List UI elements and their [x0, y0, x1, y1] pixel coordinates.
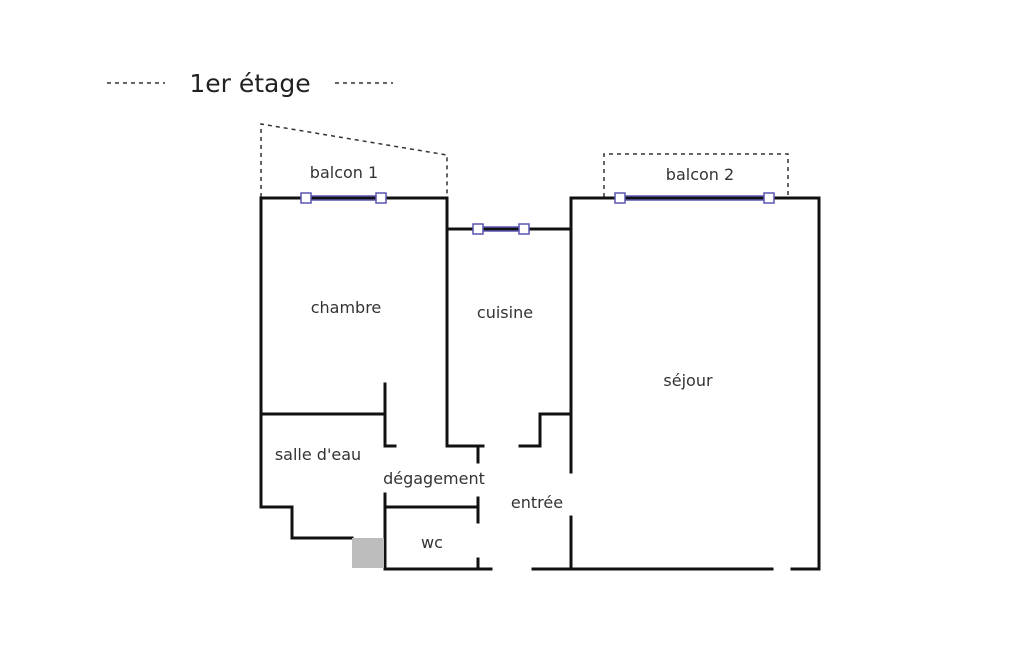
title-block: 1er étage	[107, 69, 393, 98]
label-cuisine: cuisine	[477, 303, 533, 322]
label-entree: entrée	[511, 493, 563, 512]
label-chambre: chambre	[311, 298, 382, 317]
balcony-2-outline	[603, 153, 789, 197]
shaft-block	[352, 538, 384, 568]
label-degagement: dégagement	[383, 469, 485, 488]
label-balcon-2: balcon 2	[666, 165, 734, 184]
floor-title: 1er étage	[189, 69, 310, 98]
label-wc: wc	[421, 533, 443, 552]
label-balcon-1: balcon 1	[310, 163, 378, 182]
window-chambre	[300, 192, 387, 204]
label-sejour: séjour	[663, 371, 713, 390]
window-sejour	[614, 192, 775, 204]
walls	[259, 196, 821, 571]
label-salle-deau: salle d'eau	[275, 445, 361, 464]
balcony-1-outline	[260, 123, 448, 197]
window-cuisine	[472, 223, 530, 235]
